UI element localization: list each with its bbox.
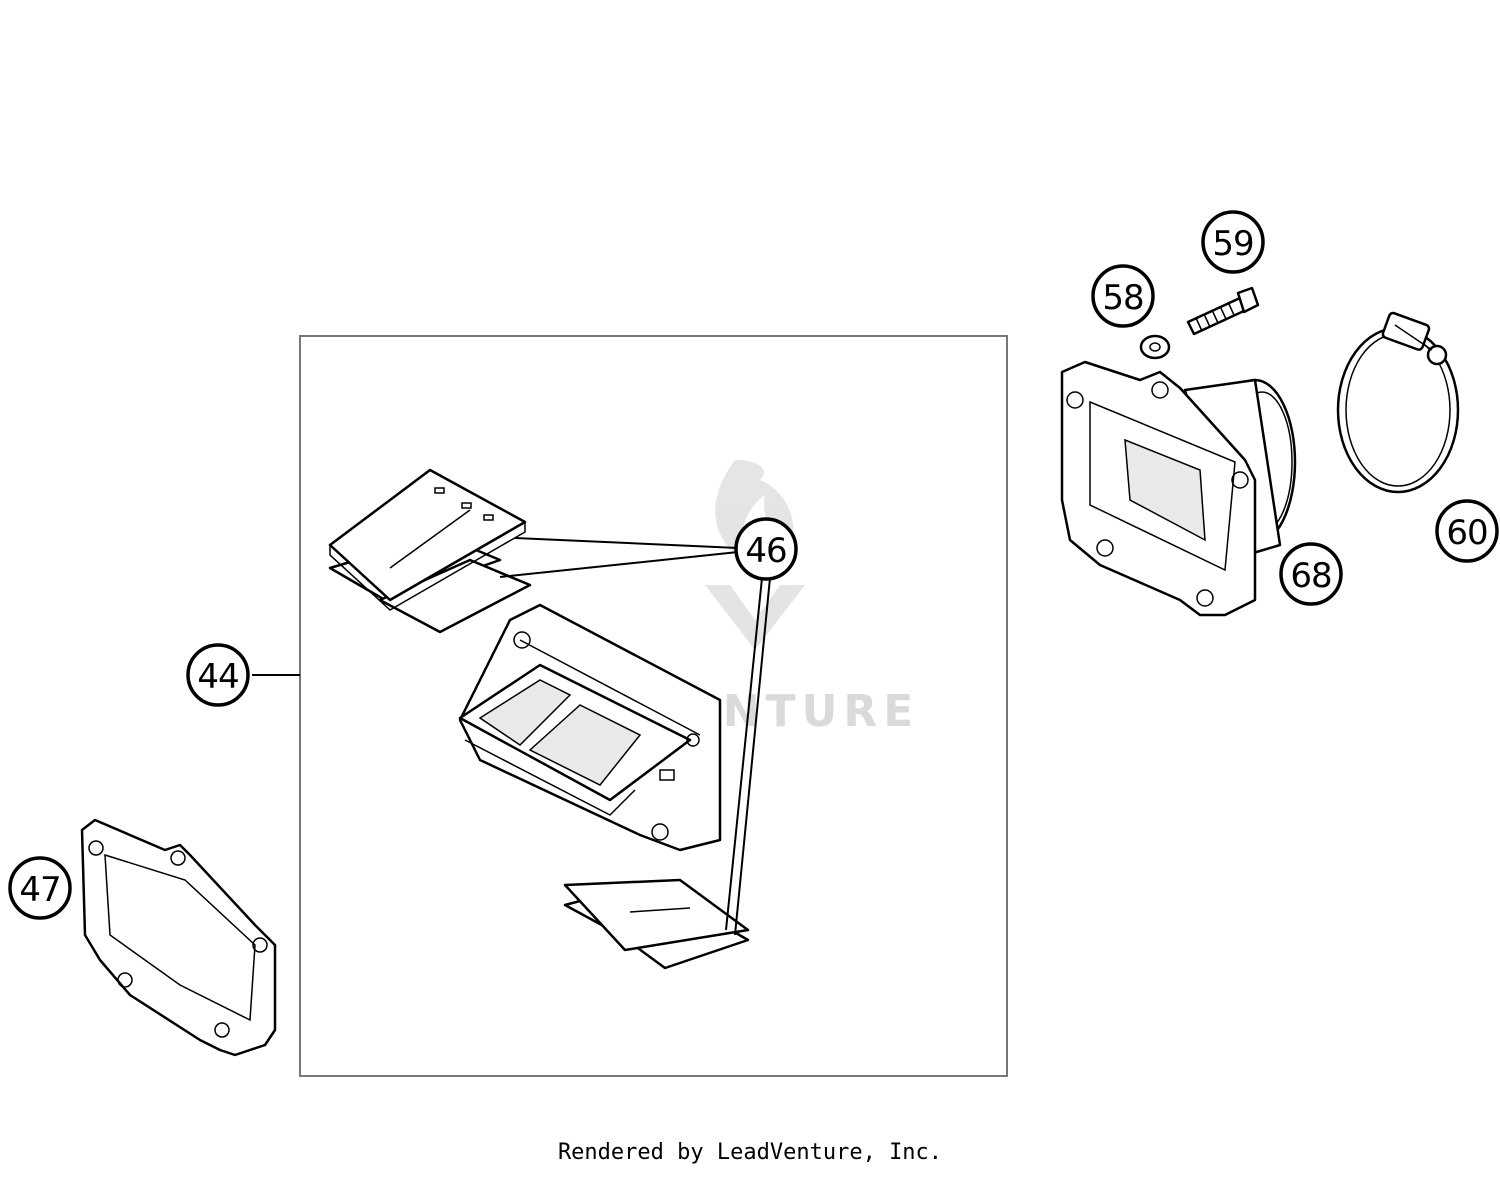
reed-petals-top [328,468,532,634]
callout-68[interactable]: 68 [1279,542,1343,606]
hose-clamp-60 [1336,311,1460,494]
callout-68-label: 68 [1290,556,1331,596]
callout-46[interactable]: 46 [734,517,798,581]
reed-petals-bottom [563,878,750,970]
watermark-chevron-icon [705,585,805,650]
callout-59-label: 59 [1212,224,1253,264]
intake-flange-68 [1060,360,1297,617]
gasket-47 [80,818,277,1057]
callout-58[interactable]: 58 [1091,264,1155,328]
callout-59[interactable]: 59 [1201,210,1265,274]
callout-44[interactable]: 44 [186,643,250,707]
reed-block [458,603,722,852]
callout-60-label: 60 [1446,513,1487,553]
callout-60[interactable]: 60 [1435,499,1499,563]
callout-58-label: 58 [1102,278,1143,318]
washer-58 [1139,334,1171,360]
callout-47[interactable]: 47 [8,856,72,920]
callout-46-label: 46 [745,531,786,571]
footer-credit: Rendered by LeadVenture, Inc. [557,1140,943,1165]
watermark-flame-icon [715,460,794,560]
callout-44-label: 44 [197,657,238,697]
leaders-46 [499,537,771,936]
bolt-59 [1186,286,1260,336]
callout-47-label: 47 [19,870,60,910]
assembly-group-box [299,335,1008,1077]
